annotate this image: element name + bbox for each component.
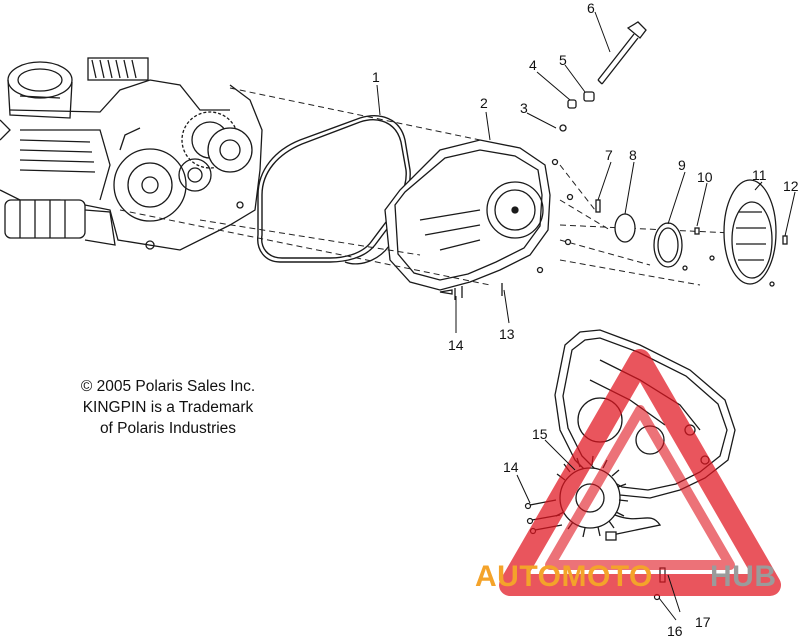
callout-16: 16 [667,623,683,638]
callout-5: 5 [559,52,567,68]
callout-15: 15 [532,426,548,442]
watermark-text-hub: HUB [710,560,777,593]
callout-3: 3 [520,100,528,116]
copyright-line-2: KINGPIN is a Trademark [82,399,254,416]
outer-cover-part [384,139,551,291]
watermark-logo: AUTOMOTO HUB [475,349,781,596]
copyright-line-3: of Polaris Industries [99,420,237,437]
callout-9: 9 [678,157,686,173]
callout-14-lower: 14 [503,459,519,475]
callout-13: 13 [499,326,515,342]
callout-1: 1 [372,69,380,85]
watermark-text-automoto: AUTOMOTO [475,560,653,593]
callout-6: 6 [587,0,595,16]
callout-17: 17 [695,614,711,630]
callout-4: 4 [529,57,537,73]
callout-7: 7 [605,147,613,163]
small-parts [439,21,788,300]
copyright-notice: © 2005 Polaris Sales Inc. KINGPIN is a T… [58,376,278,439]
callout-12: 12 [783,178,799,194]
gasket-part [257,115,411,263]
callout-8: 8 [629,147,637,163]
copyright-line-1: © 2005 Polaris Sales Inc. [80,378,256,395]
alignment-lines [119,87,776,286]
leader-lines [376,11,796,621]
callout-11: 11 [752,167,767,183]
callout-14-upper: 14 [448,337,464,353]
callout-2: 2 [480,95,488,111]
callout-10: 10 [697,169,713,185]
engine-illustration [0,57,263,251]
